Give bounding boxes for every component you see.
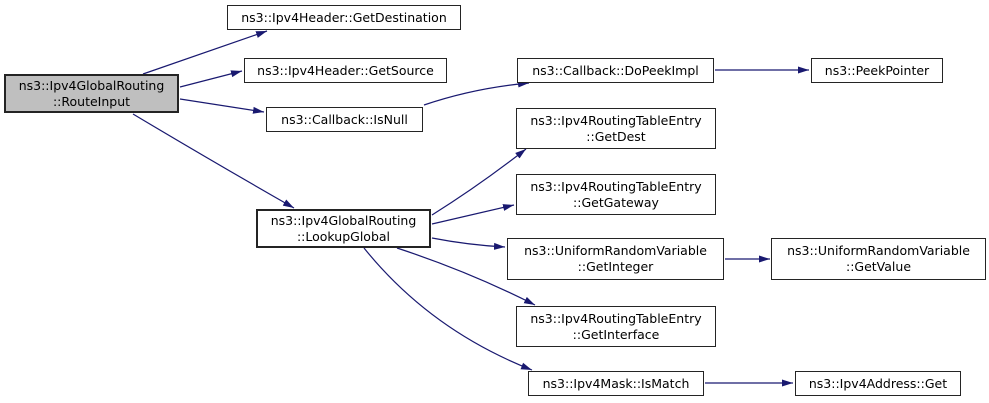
node-ipv4-address-get[interactable]: ns3::Ipv4Address::Get — [795, 371, 961, 396]
edge-lookup-global-to-get-integer — [431, 237, 506, 250]
node-get-source[interactable]: ns3::Ipv4Header::GetSource — [244, 58, 447, 83]
node-get-destination[interactable]: ns3::Ipv4Header::GetDestination — [227, 5, 461, 30]
node-get-interface[interactable]: ns3::Ipv4RoutingTableEntry ::GetInterfac… — [516, 306, 716, 347]
edge-lookup-global-to-get-dest — [431, 148, 527, 216]
node-get-gateway[interactable]: ns3::Ipv4RoutingTableEntry ::GetGateway — [516, 174, 716, 215]
edge-lookup-global-to-is-match — [363, 247, 533, 371]
node-get-integer[interactable]: ns3::UniformRandomVariable ::GetInteger — [507, 238, 724, 280]
node-is-null[interactable]: ns3::Callback::IsNull — [266, 107, 423, 132]
node-lookup-global[interactable]: ns3::Ipv4GlobalRouting ::LookupGlobal — [256, 209, 431, 248]
node-do-peek-impl[interactable]: ns3::Callback::DoPeekImpl — [517, 58, 714, 83]
edge-route-input-to-get-source — [179, 70, 243, 88]
node-get-dest[interactable]: ns3::Ipv4RoutingTableEntry ::GetDest — [516, 108, 716, 149]
node-get-value[interactable]: ns3::UniformRandomVariable ::GetValue — [771, 238, 986, 280]
node-route-input: ns3::Ipv4GlobalRouting ::RouteInput — [4, 74, 179, 113]
edge-lookup-global-to-get-interface — [396, 247, 536, 306]
edge-lookup-global-to-get-gateway — [431, 204, 515, 225]
edge-is-null-to-do-peek-impl — [423, 80, 530, 106]
node-is-match[interactable]: ns3::Ipv4Mask::IsMatch — [528, 371, 704, 396]
edge-route-input-to-get-destination — [142, 30, 268, 75]
edge-route-input-to-lookup-global — [132, 113, 295, 209]
node-peek-pointer[interactable]: ns3::PeekPointer — [811, 58, 943, 83]
edge-route-input-to-is-null — [179, 98, 265, 114]
